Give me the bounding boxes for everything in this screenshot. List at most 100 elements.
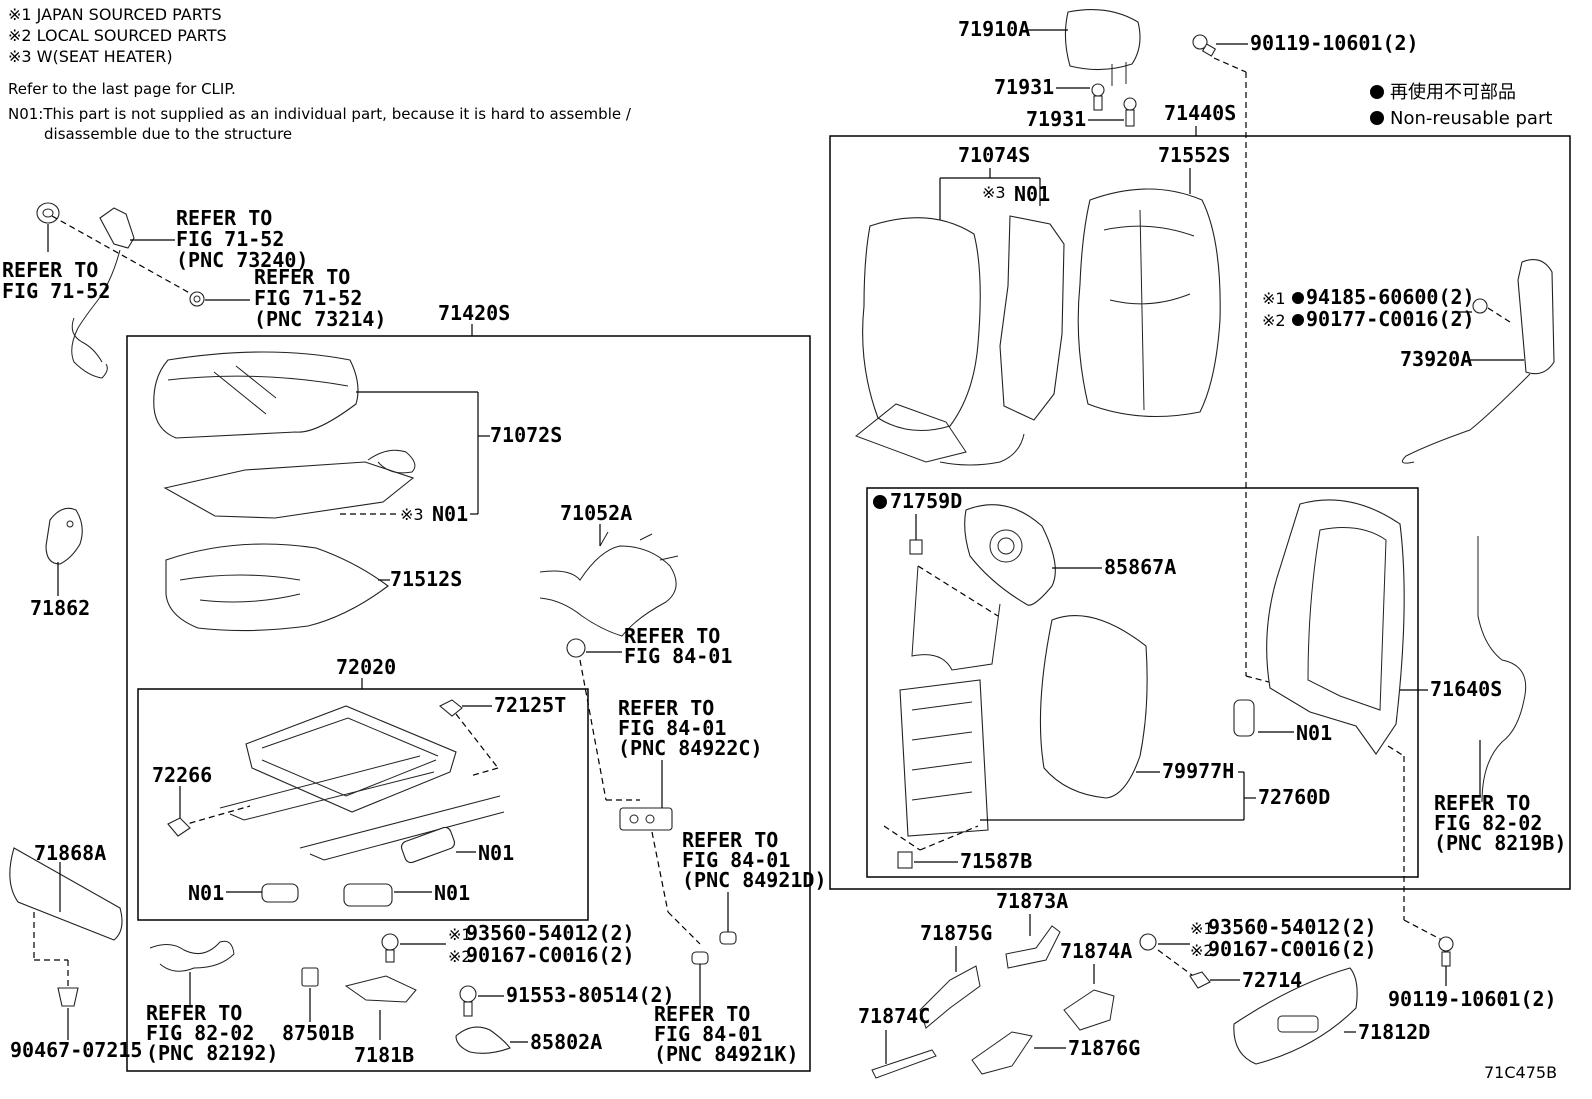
part-number-label: 90467-07215 [10, 1038, 142, 1062]
refer-label: REFER TO [254, 265, 350, 289]
refer-label: REFER TO [146, 1001, 242, 1025]
clip-72714-part [1189, 971, 1211, 989]
part-number-label: 90119-10601(2) [1250, 31, 1419, 55]
part-number-label: 71868A [34, 841, 106, 865]
side-shield-part [1233, 967, 1358, 1065]
note-japan-sourced: ※1 JAPAN SOURCED PARTS [8, 5, 222, 24]
mark-label: ※1 [448, 925, 472, 944]
refer-label: (PNC 8219B) [1434, 831, 1566, 855]
seatback-pad-part [1077, 188, 1221, 418]
part-number-label: 85802A [530, 1030, 602, 1054]
wire-bracket-part [149, 940, 235, 972]
nut-part [1472, 298, 1488, 314]
bracket-71876g-part [971, 1031, 1033, 1075]
clip-72266-part [167, 817, 191, 837]
mark-label: ※3 [400, 505, 424, 524]
refer-label: REFER TO [654, 1002, 750, 1026]
non-reusable-dot-icon [1370, 111, 1384, 125]
refer-label: FIG 71-52 [2, 279, 110, 303]
pad-79977h-part [1039, 615, 1148, 799]
legend: 再使用不可部品 Non-reusable part [1370, 82, 1552, 129]
refer-label: FIG 84-01 [618, 716, 726, 740]
bracket-71873a-part [1005, 925, 1061, 969]
mark-label: ※1 [1262, 289, 1286, 308]
knob-part [691, 951, 709, 965]
mark-label: ※3 [982, 183, 1006, 202]
part-number-label: 93560-54012(2) [466, 921, 635, 945]
mark-label: ※1 [1190, 919, 1214, 938]
refer-label: (PNC 84921K) [654, 1042, 799, 1066]
legend-english: Non-reusable part [1390, 108, 1552, 129]
seatback-assembly-box [829, 135, 1571, 890]
nut-part [189, 291, 205, 307]
lumbar-support-part [899, 565, 1001, 837]
seatback-cover-part [854, 217, 1025, 466]
non-reusable-dot-icon [1292, 292, 1304, 304]
seat-heater-mat-part [163, 449, 416, 519]
seatback-heater-part [999, 215, 1065, 421]
buckle-assembly-part [36, 202, 135, 379]
bolt-part [1438, 936, 1454, 967]
part-number-label: 90177-C0016(2) [1306, 307, 1475, 331]
part-number-label: 93560-54012(2) [1208, 915, 1377, 939]
cushion-pad-part [165, 543, 389, 632]
part-number-label: 71873A [996, 889, 1068, 913]
part-number-label: 94185-60600(2) [1306, 285, 1475, 309]
bracket-71874a-part [1063, 989, 1115, 1031]
part-number-label: 85867A [1104, 555, 1176, 579]
part-number-label: 91553-80514(2) [506, 983, 675, 1007]
part-number-label: 79977H [1162, 759, 1234, 783]
wire-harness-part [1477, 536, 1527, 803]
refer-label: REFER TO [1434, 791, 1530, 815]
refer-label: FIG 84-01 [682, 848, 790, 872]
seat-adjuster-box [137, 688, 589, 921]
clip-part [897, 851, 913, 869]
seat-switch-part [619, 807, 673, 831]
refer-label: (PNC 73214) [254, 307, 386, 331]
part-number-label: 71074S [958, 143, 1030, 167]
mark-label: ※2 [1262, 311, 1286, 330]
clip-part [57, 987, 79, 1007]
bracket-71875g-part [919, 965, 981, 1029]
part-number-label: N01 [432, 502, 468, 526]
part-number-label: 71640S [1430, 677, 1502, 701]
bolt-part [459, 985, 477, 1017]
screw-part [381, 933, 399, 963]
part-number-label: 71420S [438, 301, 510, 325]
headrest-part [1064, 9, 1141, 86]
part-number-label: 71874C [858, 1004, 930, 1028]
seatback-frame-part [1266, 499, 1405, 755]
part-number-label: 71876G [1068, 1036, 1140, 1060]
part-number-label: 71931 [994, 75, 1054, 99]
motor-part [261, 883, 299, 903]
part-number-label: 71862 [30, 596, 90, 620]
refer-label: (PNC 73240) [176, 248, 308, 272]
cable-71874c-part [871, 1049, 937, 1079]
seatback-frame-box [866, 487, 1419, 878]
refer-label: (PNC 82192) [146, 1041, 278, 1065]
part-number-label: 72760D [1258, 785, 1330, 809]
motor-part [400, 826, 456, 864]
part-number-label: 7181B [354, 1043, 414, 1067]
cover-71862-part [45, 507, 83, 565]
wire-harness-part [539, 531, 679, 637]
recliner-motor-part [1233, 699, 1255, 737]
non-reusable-dot-icon [1292, 314, 1304, 326]
refer-label: REFER TO [618, 696, 714, 720]
note-seat-heater: ※3 W(SEAT HEATER) [8, 47, 173, 66]
legend-japanese: 再使用不可部品 [1390, 82, 1516, 103]
part-number-label: 71931 [1026, 107, 1086, 131]
part-number-label: N01 [1014, 182, 1050, 206]
part-number-label: 90167-C0016(2) [1208, 937, 1377, 961]
part-number-label: N01 [188, 881, 224, 905]
refer-label: FIG 82-02 [1434, 811, 1542, 835]
part-number-label: 71512S [390, 567, 462, 591]
part-number-label: 71052A [560, 501, 632, 525]
part-number-label: 87501B [282, 1021, 354, 1045]
bolt-part [1192, 34, 1217, 57]
side-airbag-part [1401, 259, 1555, 464]
part-number-label: 71440S [1164, 101, 1236, 125]
part-number-label: 90119-10601(2) [1388, 987, 1557, 1011]
part-number-label: 72125T [494, 693, 566, 717]
